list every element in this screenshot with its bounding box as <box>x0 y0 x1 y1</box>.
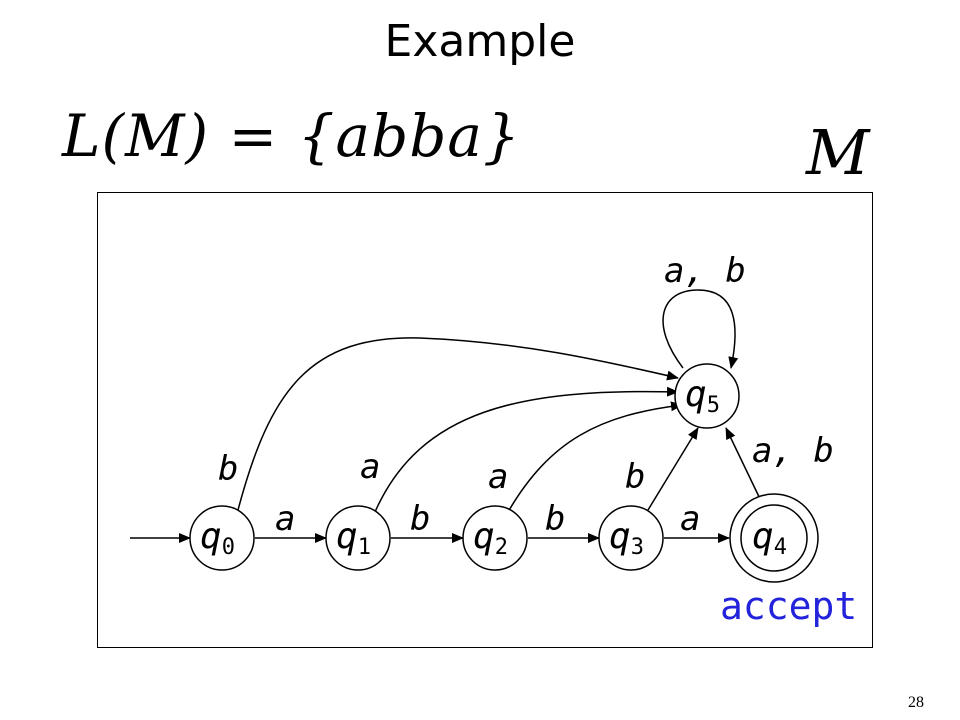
state-q0-sub: 0 <box>222 535 235 560</box>
state-q4-accepting: q4 <box>729 493 819 583</box>
state-q1: q1 <box>325 505 391 571</box>
state-q0: q0 <box>189 505 255 571</box>
svg-text:q4: q4 <box>752 516 787 560</box>
state-q3: q3 <box>598 505 664 571</box>
state-q2: q2 <box>462 505 528 571</box>
state-q0-base: q <box>200 516 222 557</box>
state-q2-base: q <box>473 516 495 557</box>
svg-text:q3: q3 <box>609 516 644 560</box>
label-q1-q2: b <box>410 499 430 539</box>
label-q4-q5: a, b <box>752 431 834 471</box>
label-q0-q5: b <box>218 449 238 489</box>
state-q4-base: q <box>752 516 774 557</box>
state-q4-sub: 4 <box>774 535 787 560</box>
label-q3-q4: a <box>680 499 700 539</box>
state-q3-base: q <box>609 516 631 557</box>
label-q0-q1: a <box>275 499 295 539</box>
transition-q3-q5 <box>647 427 699 511</box>
svg-text:q0: q0 <box>200 516 235 560</box>
language-formula: L(M) = {abba} <box>62 102 521 170</box>
svg-text:q1: q1 <box>336 516 371 560</box>
label-q5-self-loop: a, b <box>664 251 746 291</box>
accept-label: accept <box>720 584 858 628</box>
state-q5: q5 <box>674 363 740 429</box>
page-number: 28 <box>908 694 924 711</box>
machine-name: M <box>806 116 870 189</box>
svg-text:q5: q5 <box>685 374 720 418</box>
transition-q2-q5 <box>507 401 683 513</box>
svg-text:q2: q2 <box>473 516 508 560</box>
automaton-frame <box>97 192 873 648</box>
label-q3-q5: b <box>625 457 645 497</box>
transition-q5-self-loop <box>662 289 739 369</box>
label-q2-q5: a <box>488 457 508 497</box>
state-q1-base: q <box>336 516 358 557</box>
state-q5-sub: 5 <box>707 393 720 418</box>
transition-q1-q5 <box>374 386 679 513</box>
transition-q4-q5 <box>725 427 763 504</box>
state-q1-sub: 1 <box>358 535 371 560</box>
state-q3-sub: 3 <box>631 535 644 560</box>
label-q2-q3: b <box>545 499 565 539</box>
slide-title: Example <box>384 16 576 67</box>
label-q1-q5: a <box>360 447 380 487</box>
state-q2-sub: 2 <box>495 535 508 560</box>
state-q5-base: q <box>685 374 707 415</box>
transition-q0-q5 <box>237 337 679 511</box>
